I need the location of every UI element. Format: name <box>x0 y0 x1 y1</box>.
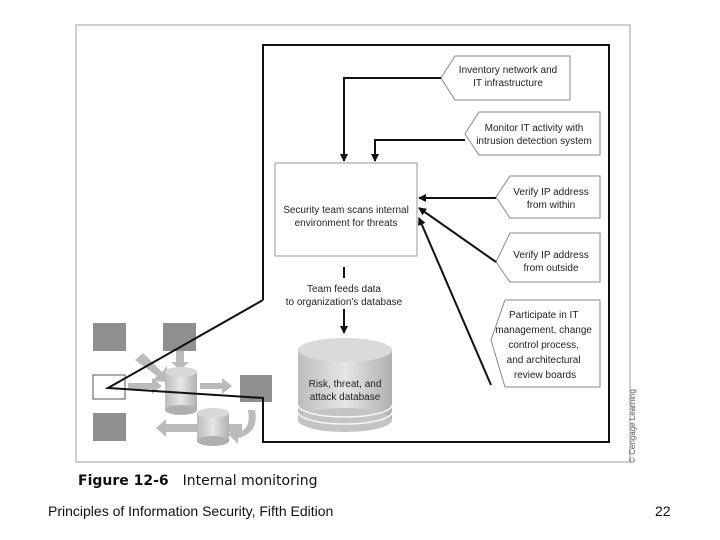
process-block <box>93 323 126 351</box>
process-block <box>93 413 126 441</box>
figure-title: Internal monitoring <box>182 473 318 489</box>
figure-caption: Figure 12-6 Internal monitoring <box>78 473 318 489</box>
svg-text:Participate in IT manage: Participate in IT management, change con… <box>495 310 595 381</box>
arrow <box>418 217 492 386</box>
mini-database-icon <box>197 408 229 446</box>
zoom-callout-outline <box>104 44 610 443</box>
security-team-box <box>274 162 418 257</box>
copyright-credit: © Cengage Learning <box>628 389 637 463</box>
figure-number: Figure 12-6 <box>78 473 169 489</box>
footer-title: Principles of Information Security, Fift… <box>48 503 334 519</box>
arrow <box>371 139 465 162</box>
arrow <box>340 77 441 162</box>
page-number: 22 <box>655 503 671 519</box>
input-participate-it: Participate in IT management, change con… <box>490 299 601 388</box>
arrow <box>418 207 497 263</box>
mini-process-diagram <box>92 323 272 446</box>
flow-arrows <box>340 77 497 386</box>
mini-database-icon <box>165 367 197 415</box>
